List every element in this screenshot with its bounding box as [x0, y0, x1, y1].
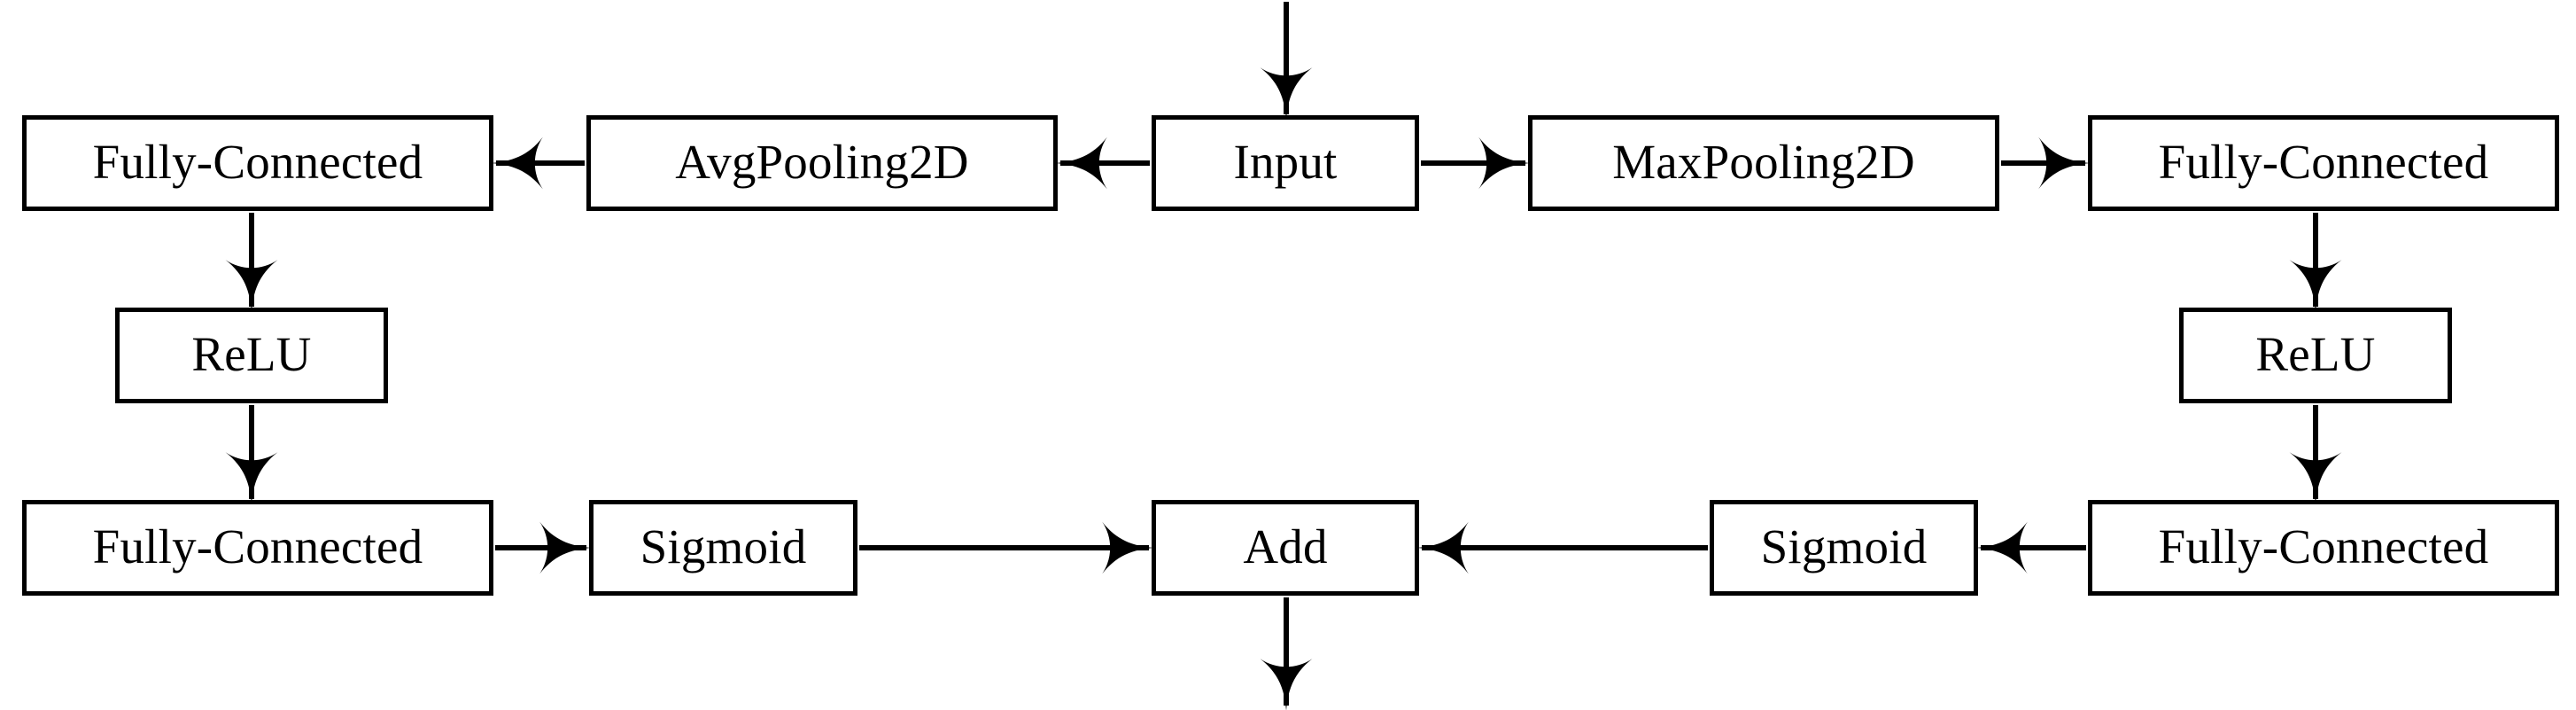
node-fully-connected-right-bottom[interactable]: Fully-Connected [2088, 500, 2559, 596]
node-sigmoid-right-label: Sigmoid [1760, 519, 1928, 573]
node-sigmoid-left-label: Sigmoid [640, 519, 807, 573]
node-add[interactable]: Add [1152, 500, 1419, 596]
node-fully-connected-right-bottom-label: Fully-Connected [2158, 519, 2489, 573]
node-sigmoid-right[interactable]: Sigmoid [1710, 500, 1978, 596]
node-maxpooling2d-label: MaxPooling2D [1612, 134, 1915, 189]
node-fully-connected-left-bottom[interactable]: Fully-Connected [22, 500, 493, 596]
node-relu-left-label: ReLU [191, 326, 312, 381]
node-input[interactable]: Input [1152, 115, 1419, 211]
node-fully-connected-left-top[interactable]: Fully-Connected [22, 115, 493, 211]
node-fully-connected-left-bottom-label: Fully-Connected [92, 519, 423, 573]
node-input-label: Input [1233, 134, 1338, 189]
node-relu-right[interactable]: ReLU [2179, 308, 2452, 403]
node-fully-connected-right-top[interactable]: Fully-Connected [2088, 115, 2559, 211]
node-maxpooling2d[interactable]: MaxPooling2D [1528, 115, 1999, 211]
node-fully-connected-left-top-label: Fully-Connected [92, 134, 423, 189]
node-avgpooling2d[interactable]: AvgPooling2D [586, 115, 1058, 211]
node-relu-left[interactable]: ReLU [115, 308, 388, 403]
node-fully-connected-right-top-label: Fully-Connected [2158, 134, 2489, 189]
node-avgpooling2d-label: AvgPooling2D [675, 134, 969, 189]
node-sigmoid-left[interactable]: Sigmoid [589, 500, 857, 596]
node-add-label: Add [1243, 519, 1328, 573]
node-relu-right-label: ReLU [2255, 326, 2376, 381]
